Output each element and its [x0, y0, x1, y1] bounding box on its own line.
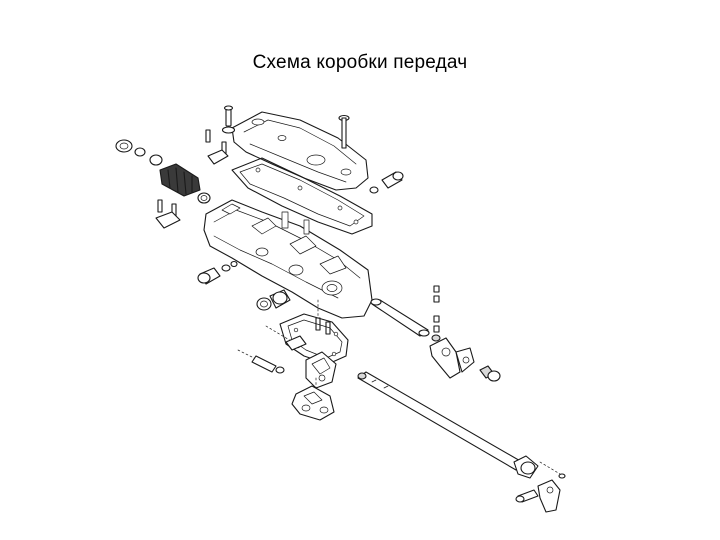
rubber-boot — [159, 163, 211, 204]
top-cover — [231, 111, 369, 191]
cover-bolt-right — [338, 114, 350, 149]
selector-shaft — [357, 371, 539, 479]
plug-left — [197, 260, 238, 285]
oil-seal — [256, 289, 291, 311]
plug-upper-right — [369, 171, 404, 194]
dowel-pins-upper — [155, 129, 229, 229]
main-housing — [203, 199, 373, 319]
cover-bolt-left — [221, 105, 236, 134]
spring-pin-left — [237, 325, 307, 374]
top-gasket — [231, 157, 373, 235]
pins-right-column — [433, 285, 440, 333]
seal-ring-left — [115, 139, 163, 166]
slide-title: Схема коробки передач — [252, 52, 468, 73]
lower-bracket — [291, 377, 335, 421]
shaft-end-pin — [539, 461, 566, 479]
selector-block — [305, 351, 337, 389]
shift-lever — [429, 337, 501, 382]
end-lever — [515, 479, 561, 513]
shift-tube — [370, 298, 441, 342]
